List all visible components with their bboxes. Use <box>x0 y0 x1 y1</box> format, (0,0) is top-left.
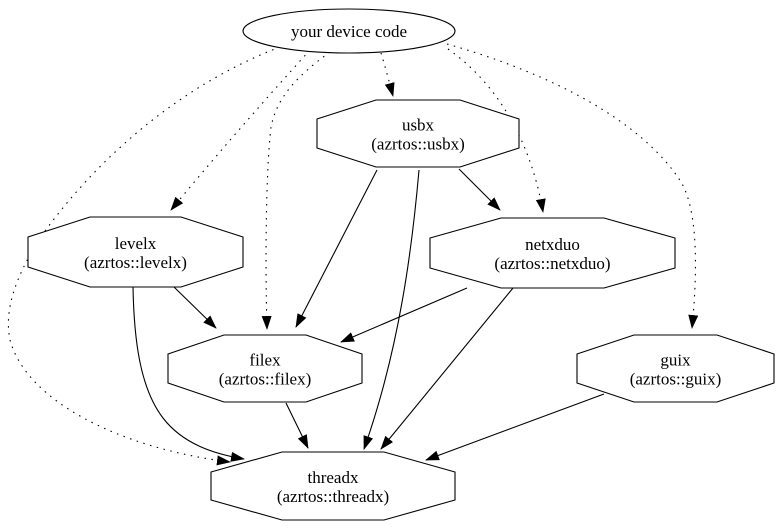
usbx-label-line1: usbx <box>402 116 435 135</box>
threadx-label-line2: (azrtos::threadx) <box>277 487 389 506</box>
node-usbx: usbx(azrtos::usbx) <box>316 99 520 168</box>
filex-label-line1: filex <box>249 351 281 370</box>
levelx-label-line2: (azrtos::levelx) <box>84 253 187 272</box>
netxduo-octagon-shape <box>429 217 676 289</box>
threadx-label-line1: threadx <box>308 468 359 487</box>
netxduo-label-line1: netxduo <box>525 235 580 254</box>
edge-netxduo-to-threadx <box>380 287 514 450</box>
node-device: your device code <box>242 8 456 54</box>
node-threadx: threadx(azrtos::threadx) <box>210 451 456 521</box>
device-ellipse-shape <box>242 8 456 54</box>
filex-octagon-shape <box>167 334 363 403</box>
netxduo-label-line2: (azrtos::netxduo) <box>494 254 610 273</box>
edge-device-to-levelx <box>170 49 311 211</box>
levelx-octagon-shape <box>27 216 244 288</box>
edge-usbx-to-threadx <box>363 169 420 450</box>
guix-label-line1: guix <box>660 351 691 370</box>
edge-levelx-to-filex <box>173 286 217 329</box>
guix-label-line2: (azrtos::guix) <box>630 370 722 389</box>
threadx-octagon-shape <box>210 451 456 521</box>
usbx-octagon-shape <box>316 99 520 168</box>
node-netxduo: netxduo(azrtos::netxduo) <box>429 217 676 289</box>
edge-device-to-usbx <box>380 52 395 97</box>
edge-usbx-to-filex <box>295 169 378 328</box>
guix-octagon-shape <box>576 334 775 403</box>
usbx-label-line2: (azrtos::usbx) <box>371 135 464 154</box>
levelx-label-line1: levelx <box>115 234 157 253</box>
edge-device-to-filex <box>261 51 331 330</box>
filex-label-line2: (azrtos::filex) <box>219 370 312 389</box>
edge-usbx-to-netxduo <box>458 168 501 211</box>
node-filex: filex(azrtos::filex) <box>167 334 363 403</box>
node-levelx: levelx(azrtos::levelx) <box>27 216 244 288</box>
device-label-line1: your device code <box>291 22 407 41</box>
edge-netxduo-to-filex <box>340 287 468 343</box>
node-guix: guix(azrtos::guix) <box>576 334 775 403</box>
edge-guix-to-threadx <box>425 393 605 461</box>
edge-levelx-to-threadx <box>132 286 245 462</box>
edge-filex-to-threadx <box>285 402 309 449</box>
